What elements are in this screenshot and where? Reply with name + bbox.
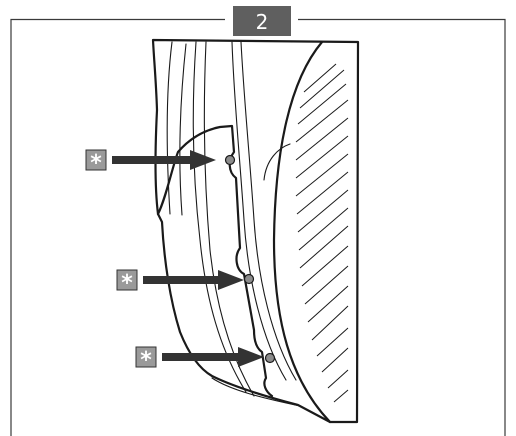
arrow xyxy=(112,150,216,170)
screw-bottom xyxy=(264,352,276,364)
callout-marker xyxy=(85,149,107,171)
screw-middle xyxy=(243,273,255,285)
callout-top: * xyxy=(85,149,216,176)
arrow xyxy=(143,270,244,290)
callout-bottom: * xyxy=(135,346,264,373)
callout-marker xyxy=(135,346,157,368)
cover-hatching xyxy=(295,63,349,403)
illustration-frame xyxy=(10,18,506,436)
callout-symbol: * xyxy=(121,271,133,296)
screw-top xyxy=(224,154,236,166)
callout-symbol: * xyxy=(90,151,102,176)
callout-middle: * xyxy=(116,269,244,296)
step-number: 2 xyxy=(256,10,269,34)
callout-marker xyxy=(116,269,138,291)
device-body xyxy=(151,38,360,424)
device-contours xyxy=(166,41,301,407)
screws xyxy=(224,154,276,364)
arrow xyxy=(162,347,264,367)
rear-plate xyxy=(156,124,274,398)
step-badge: 2 xyxy=(233,6,291,36)
callout-symbol: * xyxy=(140,348,152,373)
